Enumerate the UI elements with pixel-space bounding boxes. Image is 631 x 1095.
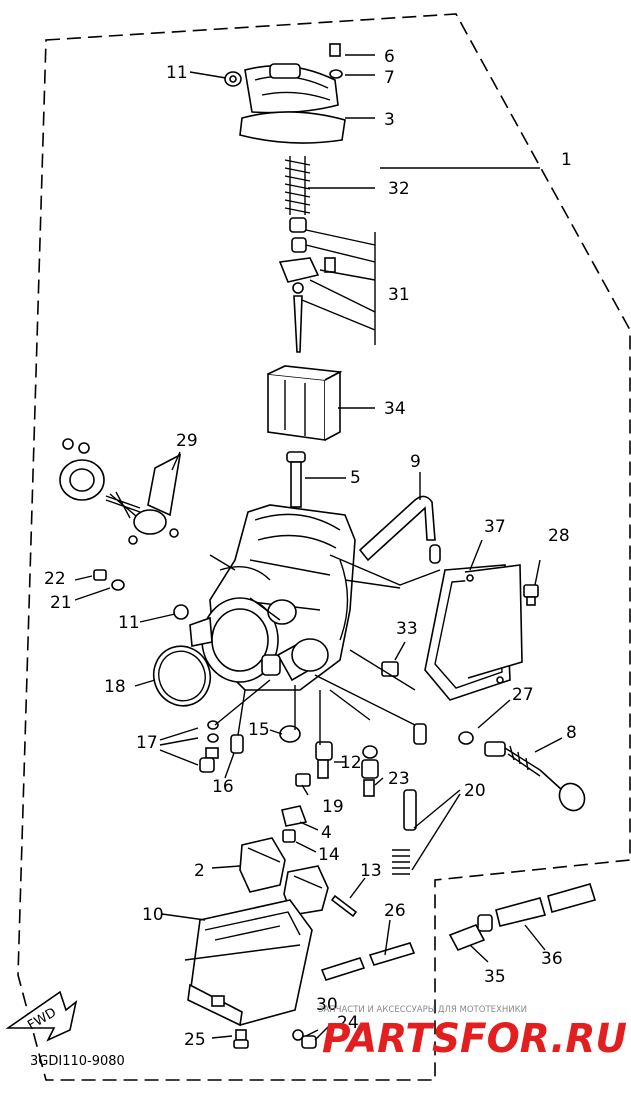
- callout-11-body: 11: [118, 613, 140, 633]
- callout-26: 26: [384, 901, 406, 921]
- choke-assembly-29: [59, 438, 182, 545]
- float-2: [239, 837, 329, 916]
- spring-32: [284, 156, 311, 215]
- callout-14: 14: [318, 845, 340, 865]
- jet-19: [295, 773, 311, 787]
- drain-screw-24: [292, 1029, 317, 1049]
- callout-11-top: 11: [166, 63, 188, 83]
- screw-28: [523, 584, 539, 606]
- fitting-35: [448, 914, 493, 952]
- throttle-slide-34: [267, 365, 343, 441]
- jet-12: [315, 741, 333, 779]
- callout-15: 15: [248, 720, 270, 740]
- hose-36: [495, 883, 597, 927]
- callout-37: 37: [484, 517, 506, 537]
- hose-26: [320, 942, 416, 981]
- callout-36: 36: [541, 949, 563, 969]
- top-cover-group: [224, 43, 346, 144]
- callout-23: 23: [388, 769, 410, 789]
- callout-32: 32: [388, 179, 410, 199]
- callout-24: 24: [337, 1013, 359, 1033]
- vent-hose-9: [358, 495, 441, 564]
- callout-2: 2: [194, 861, 205, 881]
- jets-17: [199, 720, 219, 773]
- float-bowl-10: [184, 899, 313, 1027]
- needle-jet-5: [286, 451, 306, 508]
- carburetor-body: [173, 504, 356, 691]
- callout-29: 29: [176, 431, 198, 451]
- callout-7: 7: [384, 68, 395, 88]
- callout-labels: 1 2 3 4 5 6 7 8 9 10 11 11 12 13 14 15 1…: [44, 47, 577, 1050]
- callout-22: 22: [44, 569, 66, 589]
- callout-16: 16: [212, 777, 234, 797]
- callout-10: 10: [142, 905, 164, 925]
- needle-31: [278, 217, 336, 353]
- callout-17: 17: [136, 733, 158, 753]
- callout-5: 5: [350, 468, 361, 488]
- jet-14: [282, 829, 296, 843]
- leader-lines: [74, 54, 563, 1041]
- callout-9: 9: [410, 452, 421, 472]
- jet-23: [361, 745, 379, 797]
- callout-12: 12: [340, 753, 362, 773]
- callout-19: 19: [322, 797, 344, 817]
- callout-27: 27: [512, 685, 534, 705]
- needle-valve-20: [392, 723, 427, 875]
- callout-34: 34: [384, 399, 406, 419]
- callout-8: 8: [566, 723, 577, 743]
- cover-37: [424, 564, 523, 701]
- callout-21: 21: [50, 593, 72, 613]
- jet-4: [281, 805, 308, 827]
- callout-35: 35: [484, 967, 506, 987]
- watermark-brand: PARTSFOR.RU: [322, 1016, 627, 1062]
- throttle-screw-8: [458, 731, 586, 812]
- callout-6: 6: [384, 47, 395, 67]
- plug-15: [279, 725, 301, 743]
- callout-13: 13: [360, 861, 382, 881]
- callout-18: 18: [104, 677, 126, 697]
- screw-25: [233, 1029, 249, 1049]
- callout-31: 31: [388, 285, 410, 305]
- screw-22: [93, 569, 125, 591]
- callout-20: 20: [464, 781, 486, 801]
- watermark-tagline: ЗАПЧАСТИ И АКСЕССУАРЫ ДЛЯ МОТОТЕХНИКИ: [318, 1005, 527, 1015]
- callout-25: 25: [184, 1030, 206, 1050]
- callout-30: 30: [316, 995, 338, 1015]
- pin-13: [330, 894, 358, 918]
- callout-3: 3: [384, 110, 395, 130]
- o-ring-18: [152, 645, 212, 707]
- callout-33: 33: [396, 619, 418, 639]
- diagram-code: 3GDI110-9080: [30, 1054, 125, 1069]
- jet-16: [230, 734, 244, 754]
- assembly-boundary: [17, 13, 631, 1081]
- callout-1: 1: [561, 150, 572, 170]
- fwd-arrow: [5, 990, 78, 1042]
- callout-4: 4: [321, 823, 332, 843]
- callout-28: 28: [548, 526, 570, 546]
